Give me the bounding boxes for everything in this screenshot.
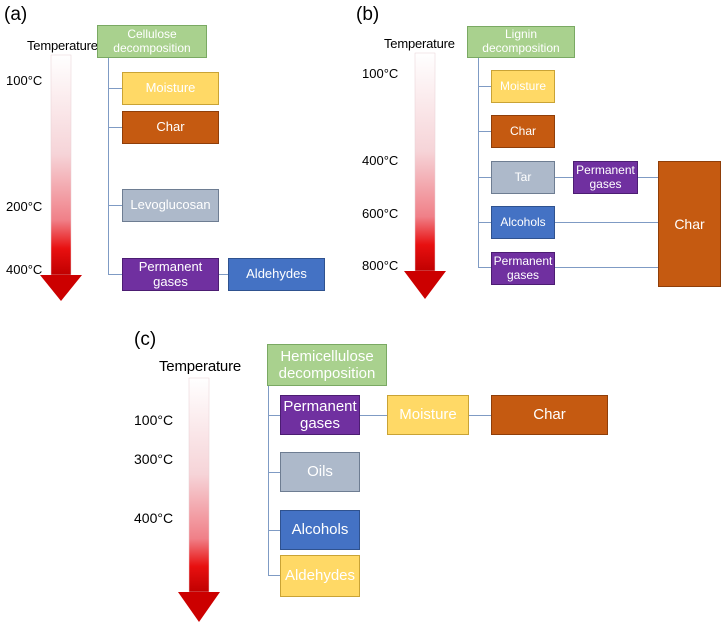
box-b-tar: Tar (491, 161, 555, 194)
box-c-moisture: Moisture (387, 395, 469, 435)
tick-b-100: 100°C (362, 66, 399, 81)
lignin-header-label: Lignin decomposition (482, 27, 560, 55)
cellulose-header-label: Cellulose decomposition (113, 26, 191, 55)
connector-b-gases (478, 267, 491, 268)
box-b-char: Char (491, 115, 555, 148)
temperature-title-b: Temperature (384, 36, 455, 51)
tick-c-100: 100°C (134, 412, 174, 428)
box-b-tar-permanent-gases: Permanent gases (573, 161, 638, 194)
box-a-moisture: Moisture (122, 72, 219, 105)
connector-c-alcohols (268, 530, 280, 531)
box-c-oils: Oils (280, 452, 360, 492)
panel-label-b: (b) (356, 4, 380, 25)
panel-label-c: (c) (134, 329, 157, 350)
hemicellulose-header-label: Hemicellulose decomposition (278, 347, 376, 382)
connector-b-tar (478, 177, 491, 178)
box-c-aldehydes: Aldehydes (280, 555, 360, 597)
box-b-moisture: Moisture (491, 70, 555, 103)
connector-b-alcohols (478, 222, 491, 223)
connector-c-oils (268, 472, 280, 473)
temperature-title-c: Temperature (159, 358, 242, 375)
tick-b-600: 600°C (362, 206, 399, 221)
tick-c-400: 400°C (134, 510, 174, 526)
connector-a-char (108, 127, 122, 128)
lignin-header: Lignin decomposition (467, 26, 575, 58)
connector-b-tar-gases (555, 177, 573, 178)
connector-b-gases-char (638, 177, 658, 178)
box-b-char-big: Char (658, 161, 721, 287)
connector-c-gases-moisture (360, 415, 387, 416)
box-c-permanent-gases: Permanent gases (280, 395, 360, 435)
temperature-arrow-b (404, 52, 446, 299)
connector-a-aldehydes (219, 274, 228, 275)
box-c-char: Char (491, 395, 608, 435)
connector-c-moisture-char (469, 415, 491, 416)
connector-b-char (478, 131, 491, 132)
connector-c-aldehydes (268, 575, 280, 576)
tick-a-400: 400°C (6, 262, 43, 277)
box-a-char: Char (122, 111, 219, 144)
tick-c-300: 300°C (134, 451, 174, 467)
panel-label-a: (a) (4, 4, 28, 25)
connector-c-trunk (268, 386, 269, 576)
tick-a-200: 200°C (6, 199, 43, 214)
box-a-permanent-gases: Permanent gases (122, 258, 219, 291)
hemicellulose-header: Hemicellulose decomposition (267, 344, 387, 386)
connector-b-alcohols-char (555, 222, 658, 223)
box-b-alcohols: Alcohols (491, 206, 555, 239)
connector-a-gases (108, 274, 122, 275)
connector-a-moisture (108, 88, 122, 89)
tick-b-400: 400°C (362, 153, 399, 168)
connector-b-moisture (478, 86, 491, 87)
box-c-alcohols: Alcohols (280, 510, 360, 550)
connector-b-pg-char (555, 267, 658, 268)
tick-b-800: 800°C (362, 258, 399, 273)
connector-b-trunk (478, 58, 479, 268)
connector-c-gases (268, 415, 280, 416)
connector-a-levoglucosan (108, 205, 122, 206)
box-a-aldehydes: Aldehydes (228, 258, 325, 291)
temperature-title-a: Temperature (27, 38, 98, 53)
tick-a-100: 100°C (6, 73, 43, 88)
box-a-levoglucosan: Levoglucosan (122, 189, 219, 222)
temperature-arrow-a (40, 54, 82, 301)
connector-a-trunk (108, 58, 109, 275)
box-b-permanent-gases: Permanent gases (491, 252, 555, 285)
cellulose-header: Cellulose decomposition (97, 25, 207, 58)
temperature-arrow-c (178, 377, 220, 622)
